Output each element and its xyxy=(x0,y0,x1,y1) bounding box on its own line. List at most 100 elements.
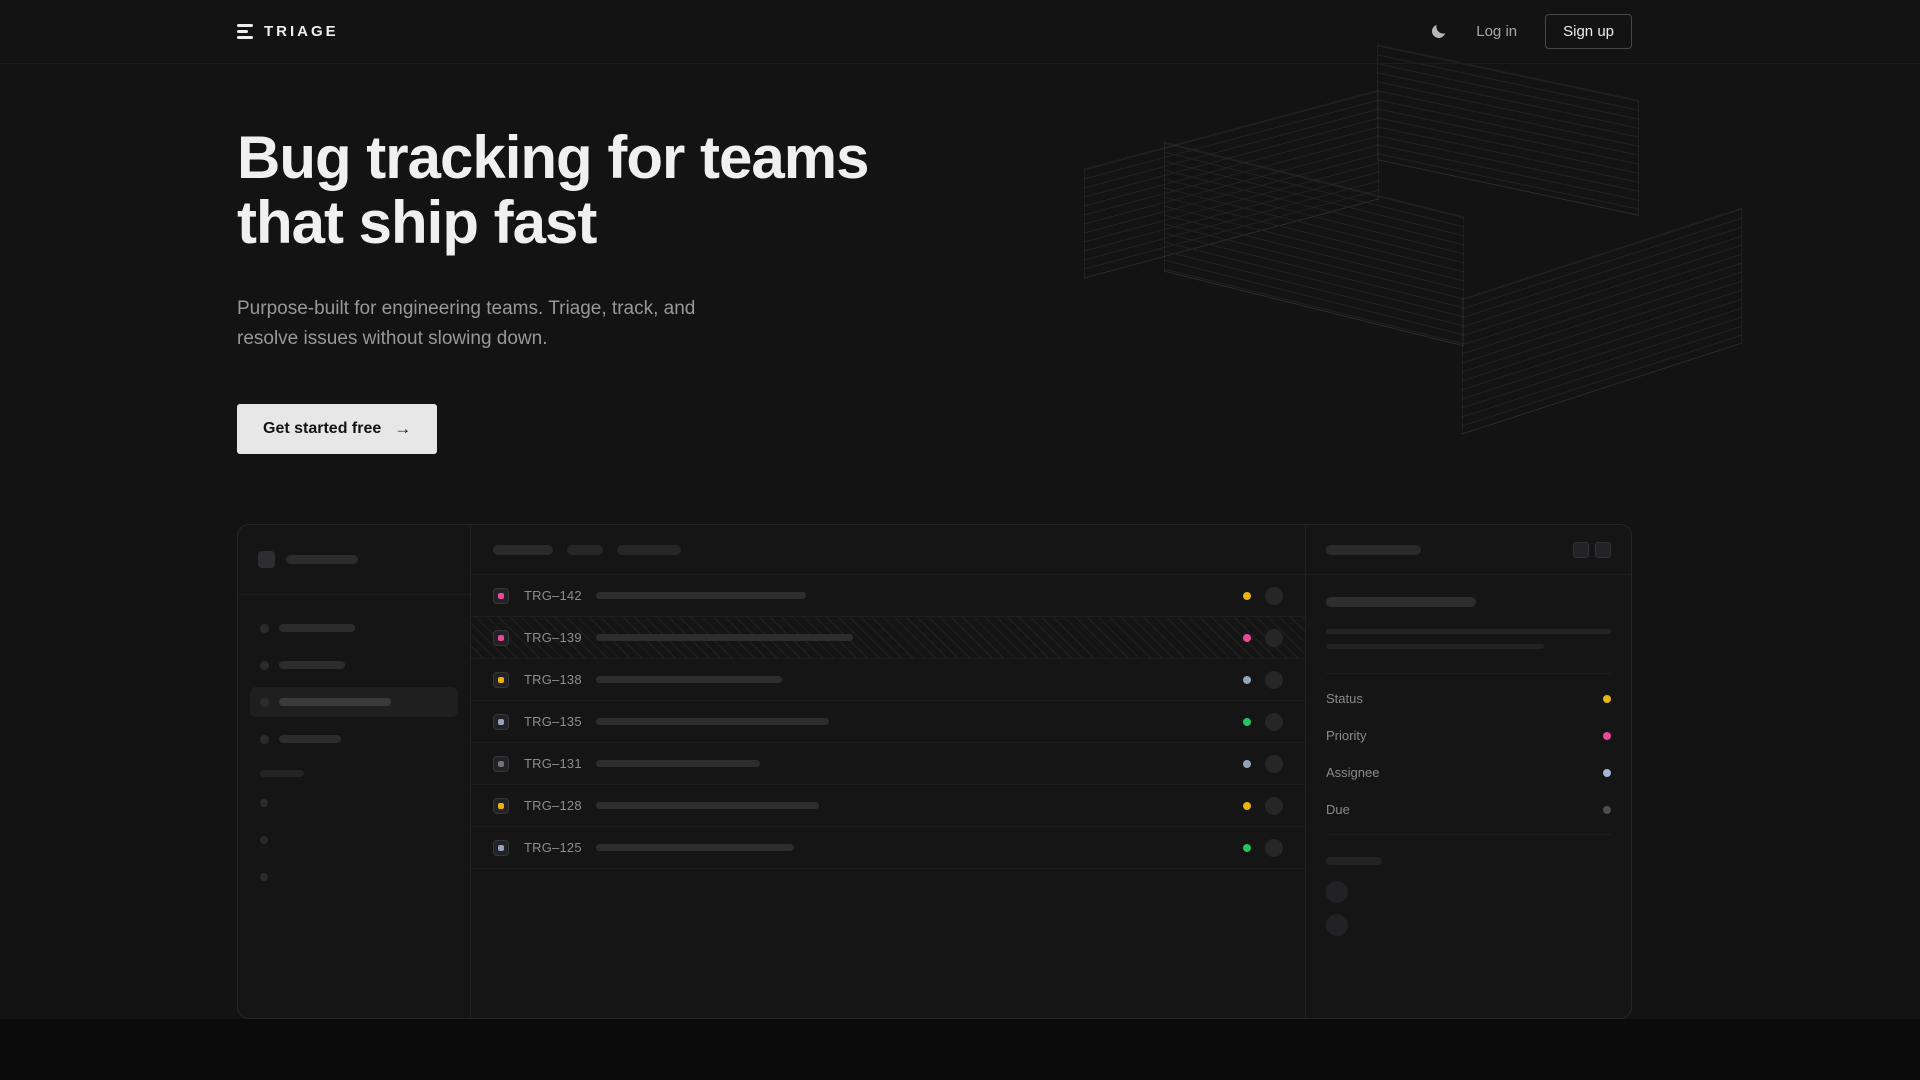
nav-dot xyxy=(260,623,269,633)
sidebar-nav-item-skeleton xyxy=(250,650,458,680)
triage-logo-icon xyxy=(237,24,253,39)
issue-row: TRG–128 xyxy=(471,785,1305,828)
activity-avatar xyxy=(1326,914,1348,937)
issue-status-dot xyxy=(1243,759,1251,768)
detail-body: Status Priority Assignee Due xyxy=(1306,575,1631,937)
nav-label-skeleton xyxy=(279,661,345,670)
issue-id: TRG–135 xyxy=(524,714,582,730)
sidebar-dot xyxy=(260,873,268,882)
hero-title: Bug tracking for teams that ship fast xyxy=(237,124,1920,256)
workspace-name-skeleton xyxy=(286,555,358,565)
arrow-right-icon: → xyxy=(394,419,412,439)
sidebar-nav-item-active-skeleton xyxy=(250,687,458,718)
toolbar-pill-skeleton xyxy=(567,544,603,555)
assignee-avatar xyxy=(1265,628,1283,647)
issue-title-skeleton xyxy=(596,634,853,642)
field-value-dot xyxy=(1603,731,1611,740)
app-mockup: TRG–142 TRG–139 TRG–138 TRG–135 xyxy=(237,524,1632,1020)
issue-status-dot xyxy=(1243,801,1251,810)
theme-toggle-button[interactable] xyxy=(1429,22,1448,41)
detail-header-actions xyxy=(1573,541,1611,558)
assignee-avatar xyxy=(1265,796,1283,815)
detail-field: Due xyxy=(1326,791,1611,828)
assignee-avatar xyxy=(1265,586,1283,605)
sidebar-dot xyxy=(260,799,268,808)
moon-icon xyxy=(1432,24,1446,39)
hero-title-line1: Bug tracking for teams xyxy=(237,124,869,191)
nav-label-skeleton xyxy=(279,698,391,707)
sidebar-section-skeleton xyxy=(260,770,304,778)
sidebar-nav-item-skeleton xyxy=(250,613,458,643)
issue-type-icon xyxy=(493,839,509,856)
toolbar-pill-skeleton xyxy=(493,544,553,555)
issue-row: TRG–131 xyxy=(471,743,1305,786)
issue-row: TRG–138 xyxy=(471,659,1305,702)
issue-title-skeleton xyxy=(596,760,760,768)
nav-dot xyxy=(260,697,269,707)
brand[interactable]: TRIAGE xyxy=(237,23,339,40)
detail-field: Assignee xyxy=(1326,754,1611,791)
assignee-avatar xyxy=(1265,838,1283,857)
issue-status-dot xyxy=(1243,843,1251,852)
hero-section: Bug tracking for teams that ship fast Pu… xyxy=(0,124,1920,455)
detail-field: Status xyxy=(1326,680,1611,717)
field-value-dot xyxy=(1603,694,1611,703)
issue-title-skeleton xyxy=(596,676,782,684)
nav-label-skeleton xyxy=(279,624,355,633)
issue-type-icon xyxy=(493,671,509,688)
toolbar-pill-skeleton xyxy=(617,544,681,555)
get-started-button[interactable]: Get started free → xyxy=(237,404,438,455)
issue-type-icon xyxy=(493,713,509,730)
issue-row: TRG–135 xyxy=(471,701,1305,744)
detail-section-skeleton xyxy=(1326,857,1382,866)
mockup-sidebar-header xyxy=(238,525,470,596)
field-label: Assignee xyxy=(1326,765,1380,781)
issue-type-icon xyxy=(493,797,509,814)
issue-status-dot xyxy=(1243,591,1251,600)
issue-id: TRG–131 xyxy=(524,756,582,772)
issue-row-selected: TRG–139 xyxy=(471,617,1305,660)
activity-avatar xyxy=(1326,881,1348,904)
detail-fields: Status Priority Assignee Due xyxy=(1326,673,1611,836)
mockup-detail-panel: Status Priority Assignee Due xyxy=(1305,525,1631,1019)
hero-subtitle-line1: Purpose-built for engineering teams. Tri… xyxy=(237,297,696,319)
nav-dot xyxy=(260,660,269,670)
detail-action-icon xyxy=(1573,541,1589,558)
detail-title-skeleton xyxy=(1326,597,1476,608)
mockup-sidebar-nav xyxy=(238,595,470,754)
navbar: TRIAGE Log in Sign up xyxy=(0,0,1920,64)
login-link[interactable]: Log in xyxy=(1476,23,1518,40)
hero-subtitle-line2: resolve issues without slowing down. xyxy=(237,327,548,349)
field-value-dot xyxy=(1603,805,1611,814)
field-label: Due xyxy=(1326,802,1350,818)
issue-row: TRG–142 xyxy=(471,575,1305,618)
sidebar-nav-item-skeleton xyxy=(250,724,458,754)
issue-status-dot xyxy=(1243,675,1251,684)
nav-dot xyxy=(260,734,269,744)
nav-label-skeleton xyxy=(279,735,341,744)
field-label: Priority xyxy=(1326,728,1367,744)
brand-name: TRIAGE xyxy=(264,23,339,40)
detail-header-skeleton xyxy=(1326,544,1421,555)
detail-field: Priority xyxy=(1326,717,1611,754)
mockup-sidebar xyxy=(238,525,471,1019)
signup-button[interactable]: Sign up xyxy=(1545,14,1632,49)
assignee-avatar xyxy=(1265,754,1283,773)
issue-status-dot xyxy=(1243,717,1251,726)
detail-header xyxy=(1306,525,1631,576)
detail-activity-avatars xyxy=(1326,881,1611,937)
issue-title-skeleton xyxy=(596,802,819,810)
hero-title-line2: that ship fast xyxy=(237,188,597,256)
issue-row: TRG–125 xyxy=(471,827,1305,870)
field-label: Status xyxy=(1326,691,1363,707)
sidebar-dots xyxy=(260,799,470,882)
issue-id: TRG–142 xyxy=(524,588,582,604)
mockup-list-toolbar xyxy=(471,525,1305,576)
issue-id: TRG–139 xyxy=(524,630,582,646)
issue-id: TRG–125 xyxy=(524,840,582,856)
detail-text-skeleton xyxy=(1326,644,1544,650)
issue-status-dot xyxy=(1243,633,1251,642)
issue-title-skeleton xyxy=(596,718,829,726)
issue-id: TRG–128 xyxy=(524,798,582,814)
detail-action-icon xyxy=(1595,541,1611,558)
